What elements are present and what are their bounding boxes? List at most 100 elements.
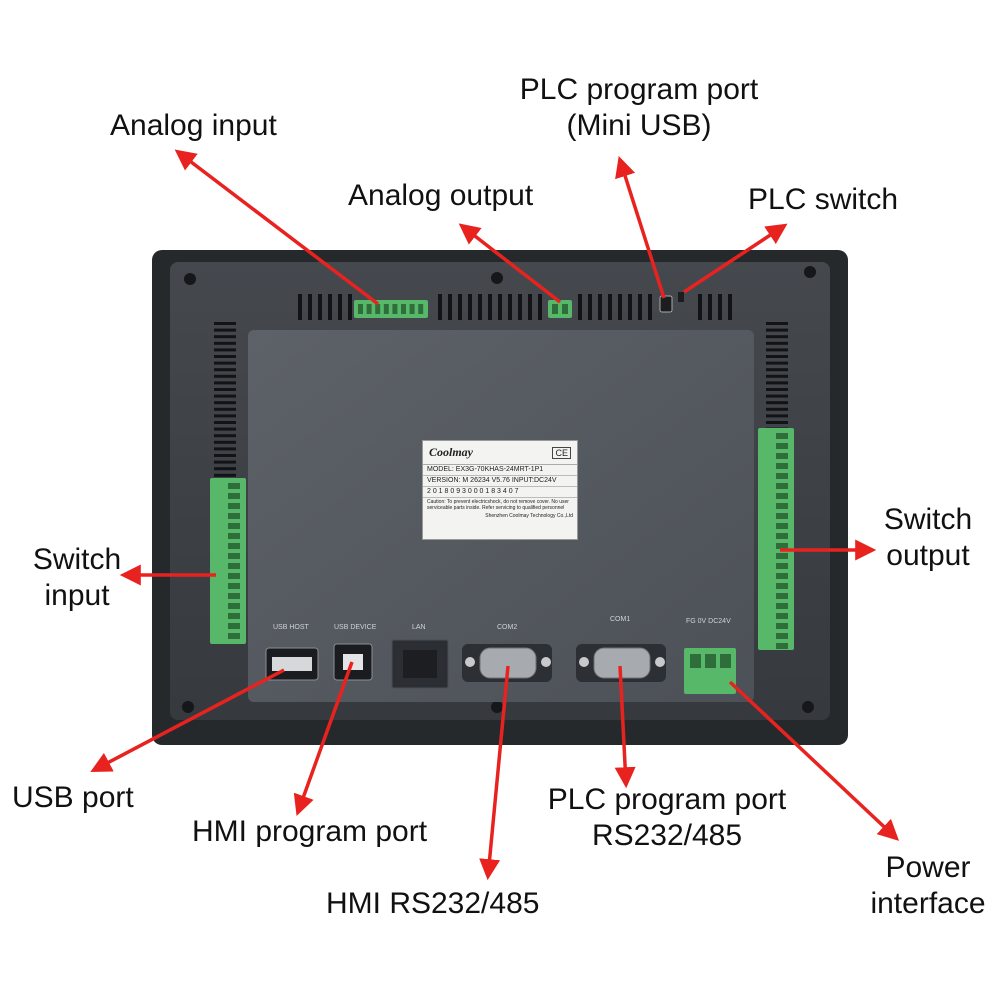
vent-slot: [214, 322, 236, 325]
terminal-pin: [383, 304, 389, 314]
vent-slot: [578, 294, 582, 320]
callout-hmi-program-port: HMI program port: [192, 815, 428, 848]
vent-slot: [214, 401, 236, 405]
vent-slot: [766, 328, 788, 332]
vent-slot: [718, 294, 722, 320]
terminal-pin: [358, 304, 363, 314]
brand-logo: Coolmay: [429, 445, 473, 459]
vent-slot: [214, 407, 236, 411]
vent-slot: [214, 361, 236, 365]
label-com1: COM1: [610, 616, 631, 623]
vent-slot: [214, 440, 236, 444]
vent-slot: [538, 294, 542, 320]
terminal-pin: [776, 433, 788, 439]
terminal-pin: [776, 573, 788, 579]
top-vents: [298, 294, 732, 320]
label-usb-host: USB HOST: [273, 624, 309, 631]
vent-slot: [518, 294, 522, 320]
screws: [182, 266, 816, 713]
analog-output-terminal: [548, 300, 572, 318]
terminal-pin: [392, 304, 398, 314]
terminal-pin: [409, 304, 415, 314]
vent-slot: [766, 421, 788, 424]
terminal-pin: [776, 613, 788, 619]
vent-slot: [214, 355, 236, 358]
vent-slot: [766, 401, 788, 405]
terminal-pin: [776, 623, 788, 629]
vent-slot: [214, 374, 236, 378]
terminal-pin: [228, 633, 240, 639]
vent-slot: [214, 447, 236, 451]
vent-slot: [448, 294, 452, 320]
product-label-sticker: Coolmay CE MODEL: EX3G-70KHAS-24MRT-1P1 …: [422, 440, 578, 540]
vent-slot: [214, 427, 236, 431]
terminal-pin: [776, 553, 788, 559]
screw: [491, 272, 503, 284]
terminal-pin: [228, 533, 240, 539]
vent-slot: [766, 394, 788, 398]
left-vents: [214, 322, 236, 477]
terminal-pin: [228, 483, 240, 489]
label-lan: LAN: [412, 624, 426, 631]
vent-slot: [708, 294, 712, 320]
vent-slot: [318, 294, 322, 320]
vent-slot: [214, 434, 236, 438]
callout-plc-switch: PLC switch: [748, 183, 899, 216]
terminal-pin: [228, 573, 240, 579]
callout-hmi-rs232-485: HMI RS232/485: [326, 887, 540, 920]
label-usb-device: USB DEVICE: [334, 624, 377, 631]
terminal-pin: [776, 523, 788, 529]
terminal-pin: [418, 304, 424, 314]
terminal-pin: [776, 453, 788, 459]
screw: [182, 701, 194, 713]
terminal-pin: [228, 493, 240, 499]
vent-slot: [766, 388, 788, 391]
terminal-pin: [776, 603, 788, 609]
vent-slot: [766, 322, 788, 325]
vent-slot: [338, 294, 342, 320]
vent-slot: [214, 368, 236, 372]
terminal-pin: [776, 643, 788, 649]
terminal-pin: [776, 533, 788, 539]
vent-slot: [608, 294, 612, 320]
vent-slot: [214, 328, 236, 332]
arrow-hmi-program: [293, 661, 354, 816]
callout-usb-port: USB port: [12, 781, 134, 814]
terminal-pin: [776, 583, 788, 589]
mini-usb-port: [659, 295, 673, 313]
vent-slot: [214, 341, 236, 345]
analog-input-terminal: [354, 300, 428, 318]
vent-slot: [766, 341, 788, 345]
vent-slot: [766, 335, 788, 339]
vent-slot: [214, 454, 236, 457]
callout-power-interface: Power interface: [870, 851, 986, 920]
terminal-pin: [776, 593, 788, 599]
usb-device-port: [333, 643, 373, 681]
terminal-pin: [776, 493, 788, 499]
terminal-pin: [776, 543, 788, 549]
screw: [802, 701, 814, 713]
vent-slot: [308, 294, 312, 320]
terminal-pin: [228, 523, 240, 529]
arrow-analog-input: [174, 149, 380, 306]
vent-slot: [766, 414, 788, 418]
terminal-pin: [228, 563, 240, 569]
callout-switch-output: Switch output: [883, 503, 973, 572]
sticker-maker: Shenzhen Coolmay Technology Co.,Ltd: [485, 513, 573, 519]
vent-slot: [628, 294, 632, 320]
label-com2: COM2: [497, 624, 518, 631]
vent-slot: [458, 294, 462, 320]
vent-slot: [328, 294, 332, 320]
vent-slot: [214, 414, 236, 418]
vent-slot: [214, 467, 236, 471]
vent-slot: [766, 407, 788, 411]
vent-slot: [598, 294, 602, 320]
terminal-pin: [228, 543, 240, 549]
terminal-pin: [776, 503, 788, 509]
sticker-serial: 2 0 1 8 0 9 3 0 0 0 1 8 3 4 0 7: [423, 487, 577, 498]
label-power: FG 0V DC24V: [686, 618, 731, 625]
terminal-pin: [776, 443, 788, 449]
vent-slot: [488, 294, 492, 320]
vent-slot: [214, 473, 236, 477]
vent-slot: [508, 294, 512, 320]
